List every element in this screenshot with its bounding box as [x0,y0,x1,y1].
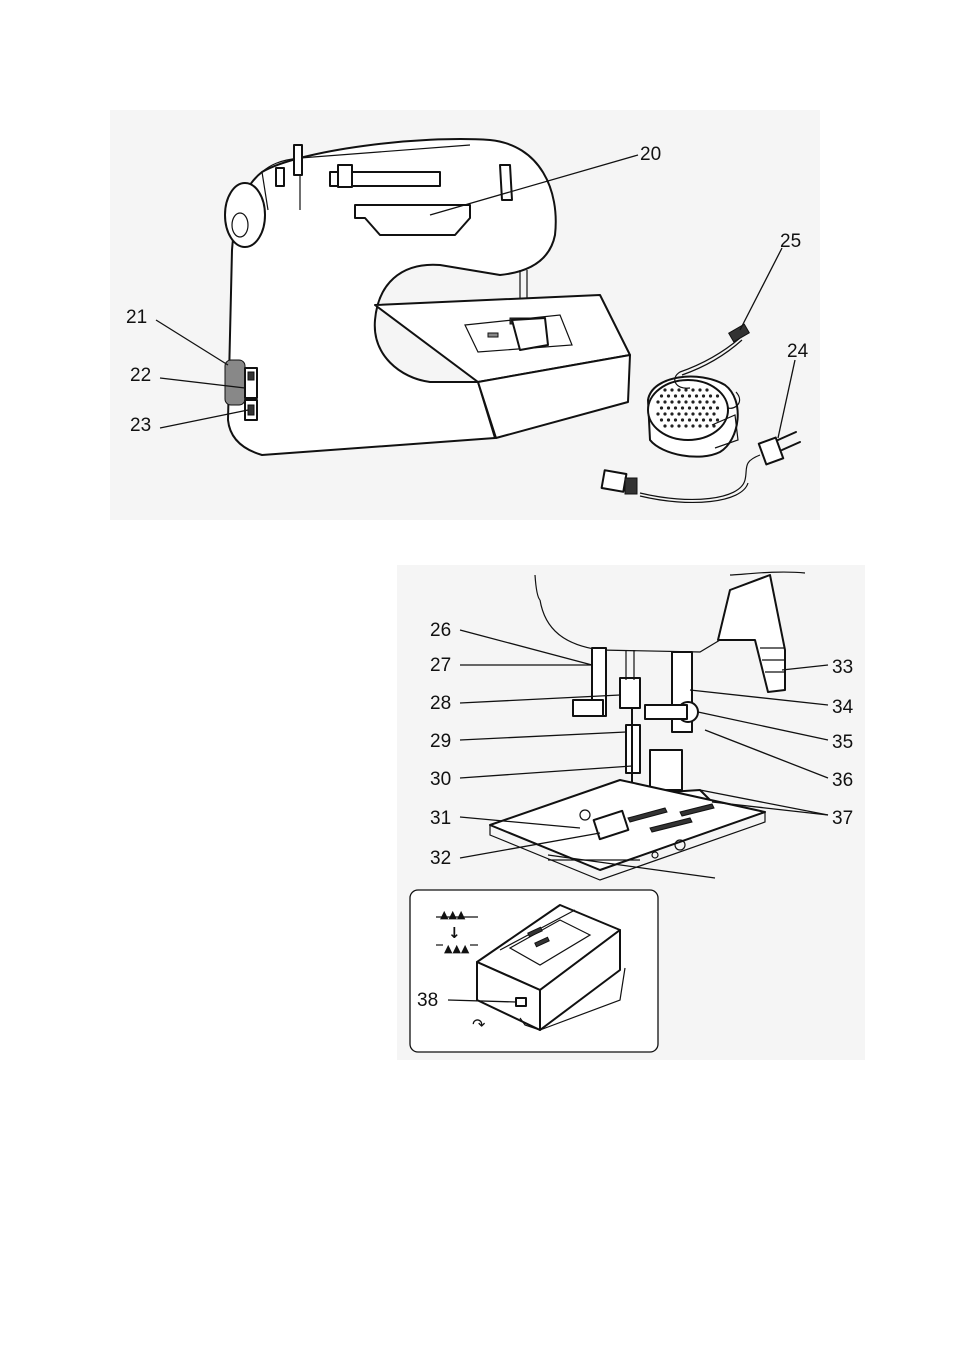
pedal-dot [691,424,694,427]
pedal-dot [663,388,666,391]
pedal-dot [677,388,680,391]
callout-34: 34 [832,697,854,718]
callout-29: 29 [430,731,451,752]
callout-22: 22 [130,365,151,386]
pedal-dot [677,412,680,415]
pedal-dot [716,406,719,409]
pedal-dot [660,418,663,421]
pedal-dot [681,418,684,421]
pedal-dot [684,412,687,415]
pedal-dot [663,400,666,403]
pedal-dot [663,412,666,415]
pedal-dot [670,412,673,415]
callout-30: 30 [430,769,451,790]
callout-23: 23 [130,415,151,436]
callout-35: 35 [832,732,853,753]
pedal-dot [709,406,712,409]
pedal-dot [702,406,705,409]
pedal-dot [684,424,687,427]
pedal-dot [698,388,701,391]
pedal-dot [691,400,694,403]
pedal-dot [702,418,705,421]
curved-arrow-icon: ↷ [472,1015,486,1034]
pedal-dot [688,406,691,409]
callout-38: 38 [417,990,438,1011]
callout-36: 36 [832,770,853,791]
pedal-dot [660,394,663,397]
pedal-dot [691,412,694,415]
pedal-dot [716,394,719,397]
pedal-dot [663,424,666,427]
pedal-dot [667,406,670,409]
pedal-dot [695,418,698,421]
pedal-dot [684,400,687,403]
callout-26: 26 [430,620,451,641]
pedal-dot [709,418,712,421]
pedal-dot [656,412,659,415]
feed-dog-lever-inset: ▲▲▲ ↓ ▲▲▲ ↷ [410,890,658,1052]
callout-32: 32 [430,848,451,869]
pedal-dot [681,406,684,409]
feed-dog-lowered-symbol: ▲▲▲ [444,942,470,955]
callout-27: 27 [430,655,451,676]
pedal-dot [705,388,708,391]
pedal-dot [712,400,715,403]
pedal-dot [705,412,708,415]
callout-31: 31 [430,808,451,829]
pedal-dot [674,418,677,421]
pedal-dot [656,400,659,403]
pedal-dot [677,424,680,427]
pedal-dot [677,400,680,403]
pedal-dot [698,400,701,403]
callout-33: 33 [832,657,853,678]
pedal-dot [681,394,684,397]
foot-controller [648,377,738,457]
callout-28: 28 [430,693,451,714]
pedal-dot [705,424,708,427]
callout-24: 24 [787,341,809,362]
pedal-dot [684,388,687,391]
sewing-machine-rear-view [225,139,630,455]
feed-dog-raised-symbol: ▲▲▲ [440,908,466,921]
pedal-dot [698,424,701,427]
callout-21: 21 [126,307,147,328]
pedal-dot [674,394,677,397]
pedal-dot [698,412,701,415]
pedal-dot [667,394,670,397]
callout-20: 20 [640,144,661,165]
pedal-dot [670,388,673,391]
pedal-dot [702,394,705,397]
pedal-dot [688,394,691,397]
pedal-dot [660,406,663,409]
pedal-dot [709,394,712,397]
pedal-dot [716,418,719,421]
pedal-dot [691,388,694,391]
pedal-dot [695,394,698,397]
pedal-dot [670,400,673,403]
pedal-dot [674,406,677,409]
callout-37: 37 [832,808,853,829]
pedal-dot [712,412,715,415]
needle-area-drawing [490,572,805,880]
pedal-dot [705,400,708,403]
pedal-dot [688,418,691,421]
pedal-dot [695,406,698,409]
pedal-dot [670,424,673,427]
pedal-dot [667,418,670,421]
arrow-down-icon: ↓ [448,924,461,942]
callout-25: 25 [780,231,801,252]
